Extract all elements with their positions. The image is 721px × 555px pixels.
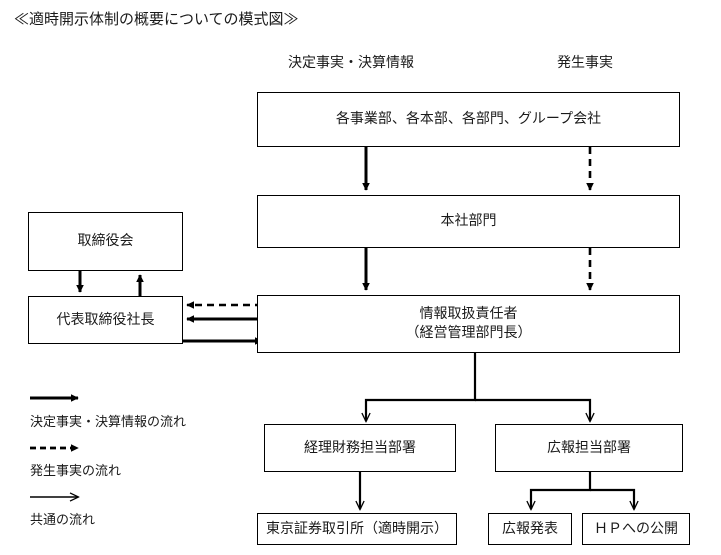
node-president-label: 代表取締役社長 — [56, 312, 155, 328]
node-board-of-directors-label: 取締役会 — [77, 234, 134, 249]
arrow-pr-to-press-release — [531, 472, 592, 509]
arrow-info-officer-to-accounting — [366, 353, 477, 421]
node-tse-label: 東京証券取引所（適時開示） — [266, 521, 448, 537]
node-head-office[interactable]: 本社部門 — [257, 195, 680, 248]
arrow-pr-to-hp — [590, 488, 634, 509]
node-tse[interactable]: 東京証券取引所（適時開示） — [257, 513, 457, 545]
node-press-release[interactable]: 広報発表 — [488, 513, 572, 545]
legend-label-common-flow: 共通の流れ — [30, 512, 96, 527]
node-head-office-label: 本社部門 — [440, 214, 497, 229]
node-accounting-dept[interactable]: 経理財務担当部署 — [264, 424, 456, 472]
node-accounting-dept-label: 経理財務担当部署 — [304, 440, 416, 456]
node-information-officer-label: 情報取扱責任者 — [419, 307, 518, 322]
node-president[interactable]: 代表取締役社長 — [28, 296, 183, 344]
node-divisions-label: 各事業部、各本部、各部門、グループ会社 — [335, 112, 602, 127]
node-pr-dept-label: 広報担当部署 — [547, 440, 631, 456]
node-pr-dept[interactable]: 広報担当部署 — [495, 424, 683, 472]
node-information-officer[interactable]: 情報取扱責任者 （経営管理部門長） — [257, 295, 680, 353]
legend-label-decision-flow: 決定事実・決算情報の流れ — [30, 414, 187, 429]
node-press-release-label: 広報発表 — [502, 521, 558, 537]
node-information-officer-sublabel: （経営管理部門長） — [405, 326, 532, 341]
flow-label-occurrence-facts: 発生事実 — [557, 56, 613, 71]
node-board-of-directors[interactable]: 取締役会 — [28, 212, 183, 271]
flow-label-decision-facts: 決定事実・決算情報 — [288, 56, 414, 71]
node-hp-disclosure[interactable]: ＨＰへの公開 — [582, 513, 690, 545]
arrow-info-officer-to-pr — [475, 398, 590, 421]
node-hp-disclosure-label: ＨＰへの公開 — [594, 521, 678, 537]
node-divisions[interactable]: 各事業部、各本部、各部門、グループ会社 — [257, 92, 680, 147]
page-title: ≪適時開示体制の概要についての模式図≫ — [14, 12, 299, 28]
legend-label-occurrence-flow: 発生事実の流れ — [30, 463, 122, 478]
